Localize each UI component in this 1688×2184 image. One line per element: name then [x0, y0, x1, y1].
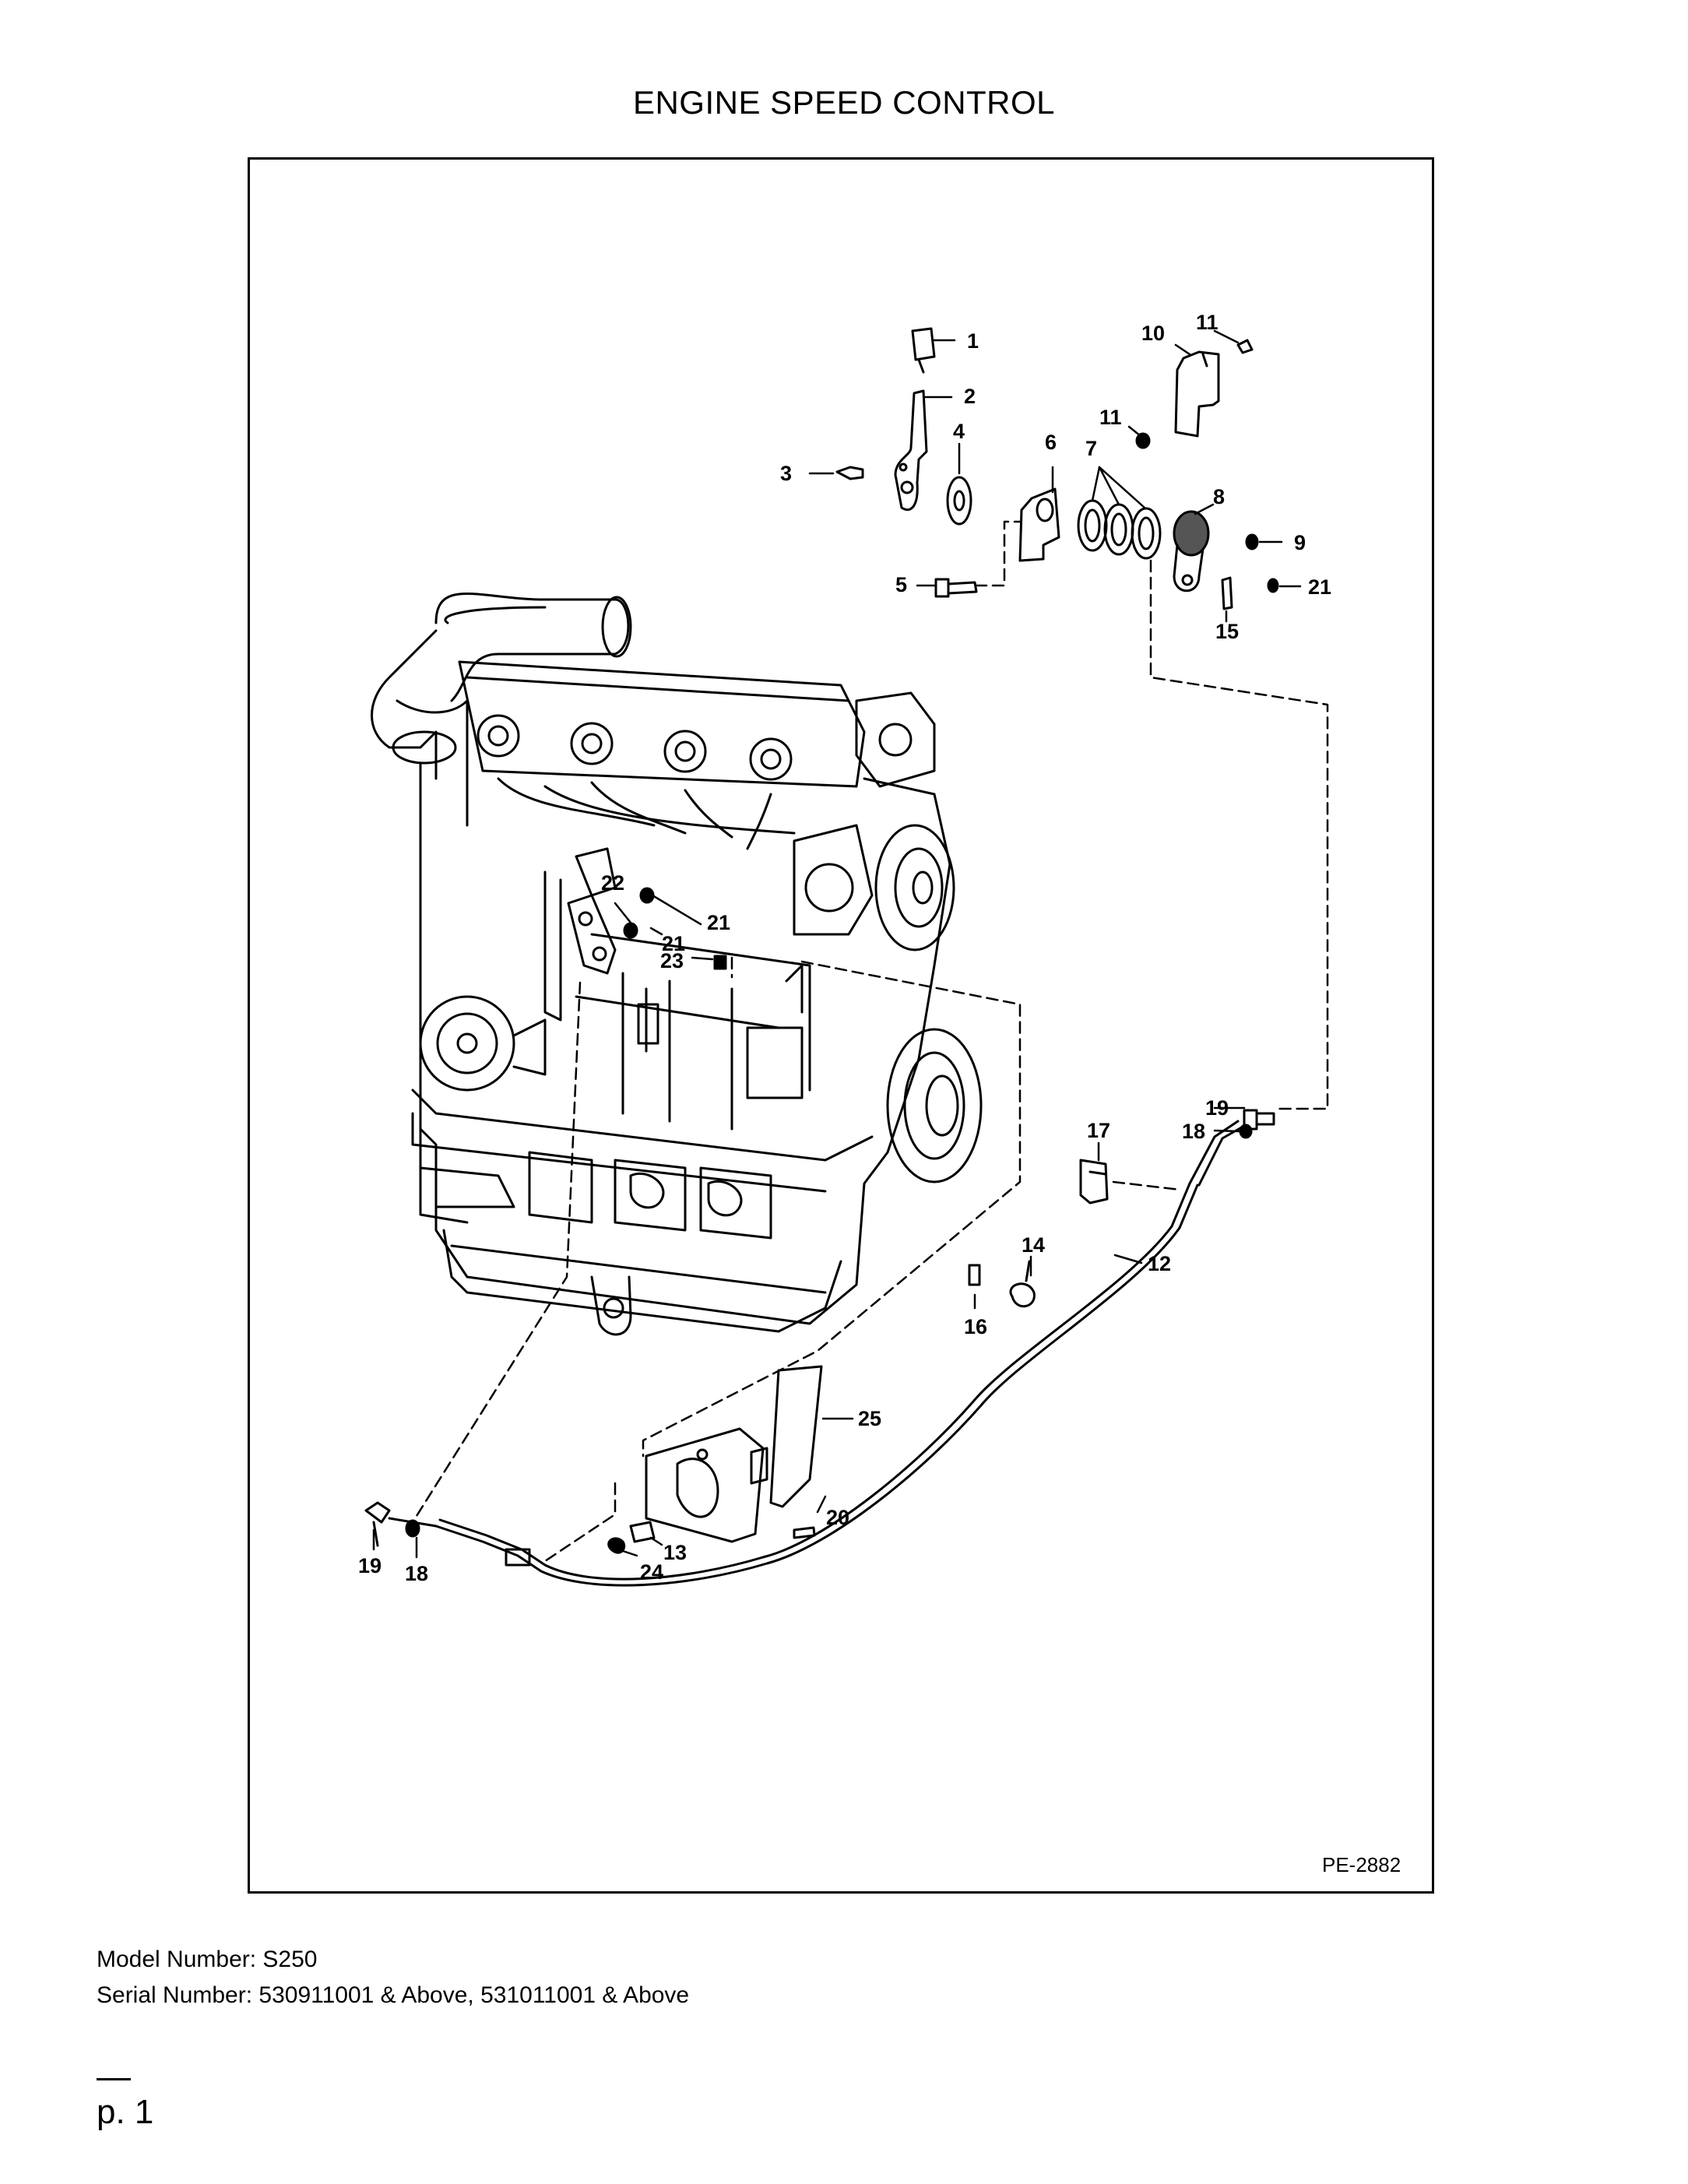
callout-19: 19 — [1205, 1096, 1229, 1120]
model-number: Model Number: S250 — [97, 1947, 318, 1972]
cable-assembly — [364, 887, 1275, 1587]
callout-20: 20 — [826, 1506, 849, 1529]
callout-24: 24 — [640, 1560, 663, 1584]
page-rule — [97, 2078, 131, 2080]
callout-13: 13 — [663, 1541, 687, 1564]
callout-14: 14 — [1022, 1233, 1045, 1257]
callout-15: 15 — [1215, 620, 1239, 643]
page-number: p. 1 — [97, 2093, 154, 2131]
diagram-frame — [248, 157, 1434, 1894]
callout-2: 2 — [964, 385, 976, 408]
callout-8: 8 — [1213, 485, 1225, 508]
callout-3: 3 — [780, 462, 792, 485]
callout-12: 12 — [1148, 1252, 1171, 1275]
callout-21: 21 — [662, 932, 685, 955]
callout-21: 21 — [1308, 575, 1331, 599]
callout-6: 6 — [1045, 431, 1057, 454]
callout-labels: 1 2 3 4 5 6 7 8 9 10 11 11 12 13 14 15 1… — [358, 311, 1331, 1585]
callout-18: 18 — [1182, 1120, 1205, 1143]
callout-21: 21 — [707, 911, 730, 934]
callout-17: 17 — [1087, 1119, 1110, 1142]
callout-16: 16 — [964, 1315, 987, 1338]
callout-5: 5 — [895, 573, 907, 596]
callout-4: 4 — [953, 420, 965, 443]
callout-19: 19 — [358, 1554, 382, 1577]
callout-10: 10 — [1141, 322, 1165, 345]
callout-1: 1 — [967, 329, 979, 353]
callout-18: 18 — [405, 1562, 428, 1585]
callout-11: 11 — [1196, 311, 1219, 334]
callout-23: 23 — [660, 949, 684, 972]
callout-7: 7 — [1085, 437, 1097, 460]
leader-lines — [372, 329, 1302, 1559]
engine-block — [371, 593, 983, 1336]
speed-control-assembly — [835, 327, 1279, 610]
dashed-routing — [411, 520, 1329, 1563]
figure-reference: PE-2882 — [1322, 1853, 1401, 1876]
serial-number: Serial Number: 530911001 & Above, 531011… — [97, 1982, 690, 2008]
callout-11: 11 — [1099, 406, 1122, 429]
callout-22: 22 — [601, 871, 624, 895]
page-title: ENGINE SPEED CONTROL — [632, 84, 1056, 121]
callout-25: 25 — [858, 1407, 881, 1430]
callout-9: 9 — [1294, 531, 1306, 554]
